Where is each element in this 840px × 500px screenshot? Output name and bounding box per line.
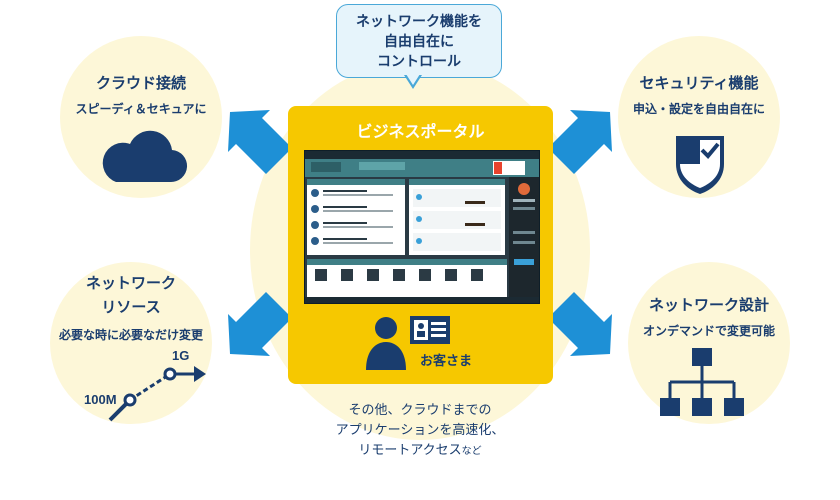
caption-line-3-main: リモートアクセス: [358, 442, 462, 457]
bubble-line-2: 自由自在に: [384, 33, 454, 49]
portal-screenshot: [304, 150, 540, 304]
caption-suffix: など: [461, 446, 482, 457]
bandwidth-high-label: 1G: [172, 348, 190, 363]
cloud-subtitle: スピーディ＆セキュアに: [75, 102, 207, 116]
bandwidth-low-label: 100M: [84, 392, 117, 407]
design-title: ネットワーク設計: [648, 297, 769, 314]
cloud-title: クラウド接続: [95, 75, 186, 92]
portal-screenshot-mock: [305, 151, 539, 303]
resource-title-line-1: ネットワーク: [85, 275, 176, 292]
bubble-line-3: コントロール: [377, 53, 461, 69]
design-subtitle: オンデマンドで変更可能: [642, 324, 775, 338]
arrow-to-design: [548, 292, 612, 356]
caption-line-1: その他、クラウドまでの: [348, 402, 492, 417]
network-design-circle: [628, 262, 790, 424]
caption-line-3: リモートアクセスなど: [300, 440, 540, 462]
caption-line-2: アプリケーションを高速化、: [335, 422, 505, 437]
control-speech-bubble: ネットワーク機能を 自由自在に コントロール: [336, 4, 502, 78]
customer-label: お客さま: [420, 353, 473, 368]
arrow-to-security: [548, 110, 612, 174]
arrow-to-resource: [228, 292, 292, 356]
tree-network-icon: [660, 348, 744, 416]
bubble-tail-inner: [406, 74, 420, 85]
portal-title: ビジネスポータル: [356, 124, 485, 141]
resource-subtitle: 必要な時に必要なだけ変更: [58, 328, 203, 342]
shield-check-icon: [676, 136, 724, 194]
customer-id-card-icon: [366, 316, 450, 370]
business-portal-panel: ビジネスポータル: [288, 106, 553, 384]
bandwidth-graph-icon: [108, 366, 206, 422]
resource-title-line-2: リソース: [101, 299, 161, 316]
cloud-icon: [102, 130, 188, 183]
arrow-to-cloud: [228, 110, 292, 174]
other-features-caption: その他、クラウドまでの アプリケーションを高速化、 リモートアクセスなど: [300, 400, 540, 462]
security-title: セキュリティ機能: [639, 75, 759, 92]
security-subtitle: 申込・設定を自由自在に: [632, 102, 765, 116]
bubble-line-1: ネットワーク機能を: [356, 13, 482, 29]
